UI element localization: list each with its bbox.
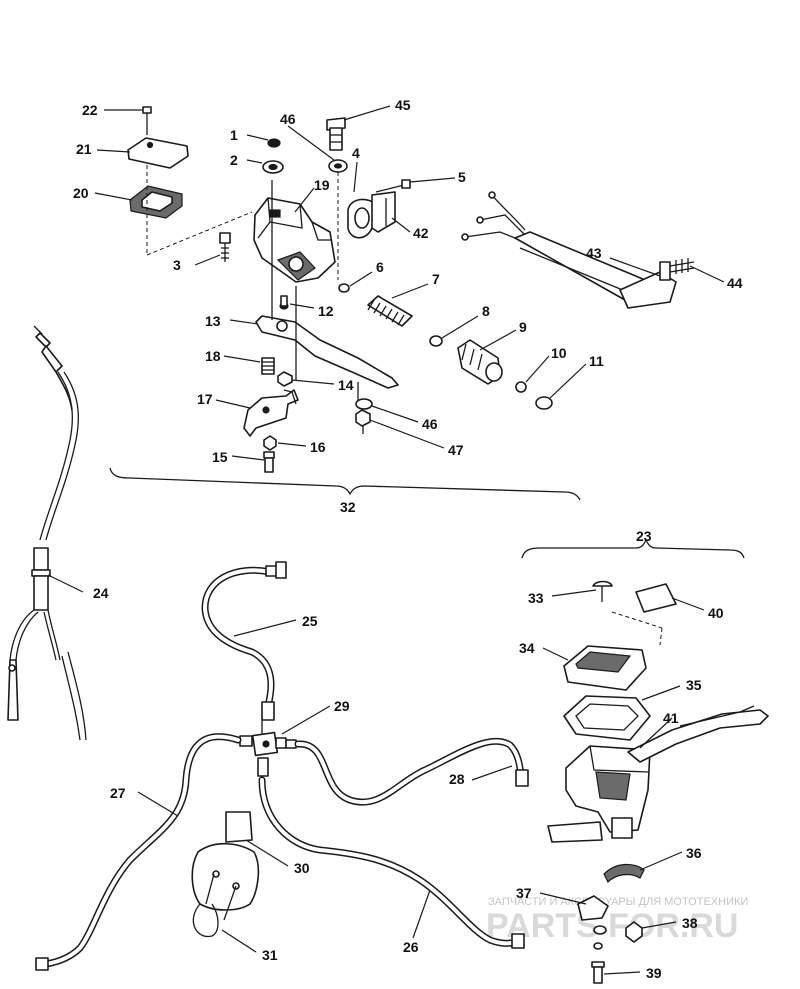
cover-plate-21 <box>127 137 189 169</box>
brake-switch-43 <box>461 191 677 309</box>
callout-9: 9 <box>519 319 527 335</box>
callout-26: 26 <box>403 939 419 955</box>
callout-40: 40 <box>708 605 724 621</box>
plunger-44 <box>659 258 695 281</box>
callout-16: 16 <box>310 439 326 455</box>
washer-46-lower <box>355 398 373 410</box>
callout-28: 28 <box>449 771 465 787</box>
screw-5 <box>375 179 411 193</box>
spring-7 <box>367 295 413 327</box>
master-cylinder-body-19 <box>253 197 336 283</box>
screw-39 <box>591 961 605 984</box>
callout-43: 43 <box>586 245 602 261</box>
nut-47 <box>355 409 371 427</box>
callout-17: 17 <box>197 391 213 407</box>
callout-2: 2 <box>230 152 238 168</box>
callout-5: 5 <box>458 169 466 185</box>
callout-44: 44 <box>727 275 743 291</box>
nut-14 <box>277 371 293 387</box>
pivot-37 <box>577 895 609 921</box>
screw-15 <box>263 451 275 473</box>
bolt-3 <box>219 232 231 262</box>
callout-24: 24 <box>93 585 109 601</box>
nut-16 <box>263 435 277 451</box>
callout-18: 18 <box>205 348 221 364</box>
nut-38 <box>625 921 643 943</box>
washer-6 <box>338 283 350 293</box>
watermark-brand: PARTS FOR.RU <box>486 907 738 945</box>
pivot-pin-12 <box>279 295 289 310</box>
leader-lines <box>47 105 725 975</box>
screw-33 <box>592 580 613 602</box>
callout-13: 13 <box>205 313 221 329</box>
pad-30 <box>225 811 253 843</box>
master-cylinder-assembly <box>109 106 695 501</box>
callout-27: 27 <box>110 785 126 801</box>
callout-38: 38 <box>682 915 698 931</box>
callout-31: 31 <box>262 947 278 963</box>
watermark-tagline: ЗАПЧАСТИ И АКСЕССУАРЫ ДЛЯ МОТОТЕХНИКИ <box>488 896 748 908</box>
circlip-10 <box>515 381 527 393</box>
callout-labels: 1 2 3 4 5 6 7 8 9 10 11 12 13 14 15 16 1… <box>73 97 743 981</box>
callout-30: 30 <box>294 860 310 876</box>
piston-9 <box>457 339 503 385</box>
callout-3: 3 <box>173 257 181 273</box>
boot-11 <box>535 396 553 410</box>
callout-39: 39 <box>646 965 662 981</box>
callout-11: 11 <box>589 353 604 369</box>
hose-25 <box>201 566 275 710</box>
callout-7: 7 <box>432 271 440 287</box>
callout-35: 35 <box>686 677 702 693</box>
callout-15: 15 <box>212 449 228 465</box>
callout-46-top: 46 <box>280 111 296 127</box>
cable-assembly-24 <box>7 325 87 741</box>
callout-33: 33 <box>528 590 544 606</box>
callout-6: 6 <box>376 259 384 275</box>
callout-34: 34 <box>519 640 535 656</box>
callout-23: 23 <box>636 528 652 544</box>
screw-22 <box>142 106 152 135</box>
callout-46-lower: 46 <box>422 416 438 432</box>
callout-45: 45 <box>395 97 411 113</box>
group-bracket-32 <box>109 467 581 501</box>
spring-18 <box>261 357 275 375</box>
callout-37: 37 <box>516 885 532 901</box>
hose-28 <box>294 737 526 806</box>
decal-40 <box>635 583 677 613</box>
callout-8: 8 <box>482 303 490 319</box>
callout-47: 47 <box>448 442 464 458</box>
callout-12: 12 <box>318 303 334 319</box>
callout-22: 22 <box>82 102 98 118</box>
callout-25: 25 <box>302 613 318 629</box>
brake-lever-13 <box>255 315 399 389</box>
bolt-45 <box>326 117 346 151</box>
hydraulic-lines <box>35 561 529 971</box>
callout-20: 20 <box>73 185 89 201</box>
callout-42: 42 <box>413 225 429 241</box>
callout-29: 29 <box>334 698 350 714</box>
callout-36: 36 <box>686 845 702 861</box>
callout-21: 21 <box>76 141 92 157</box>
callout-10: 10 <box>551 345 567 361</box>
callout-14: 14 <box>338 377 354 393</box>
washer-1 <box>267 138 281 148</box>
bushing-36 <box>603 863 645 884</box>
watermark: ЗАПЧАСТИ И АКСЕССУАРЫ ДЛЯ МОТОТЕХНИКИ PA… <box>486 896 748 945</box>
clamp-half-42 <box>371 191 396 233</box>
callout-4: 4 <box>352 145 360 161</box>
pad-31 <box>191 842 260 911</box>
callout-32: 32 <box>340 499 356 515</box>
callout-41: 41 <box>663 710 679 726</box>
callout-1: 1 <box>230 127 238 143</box>
callout-19: 19 <box>314 177 330 193</box>
group-bracket-23 <box>521 538 745 559</box>
seal-8 <box>429 335 443 347</box>
master-cylinder-assembly-23 <box>521 538 769 984</box>
bracket-17 <box>243 389 299 437</box>
